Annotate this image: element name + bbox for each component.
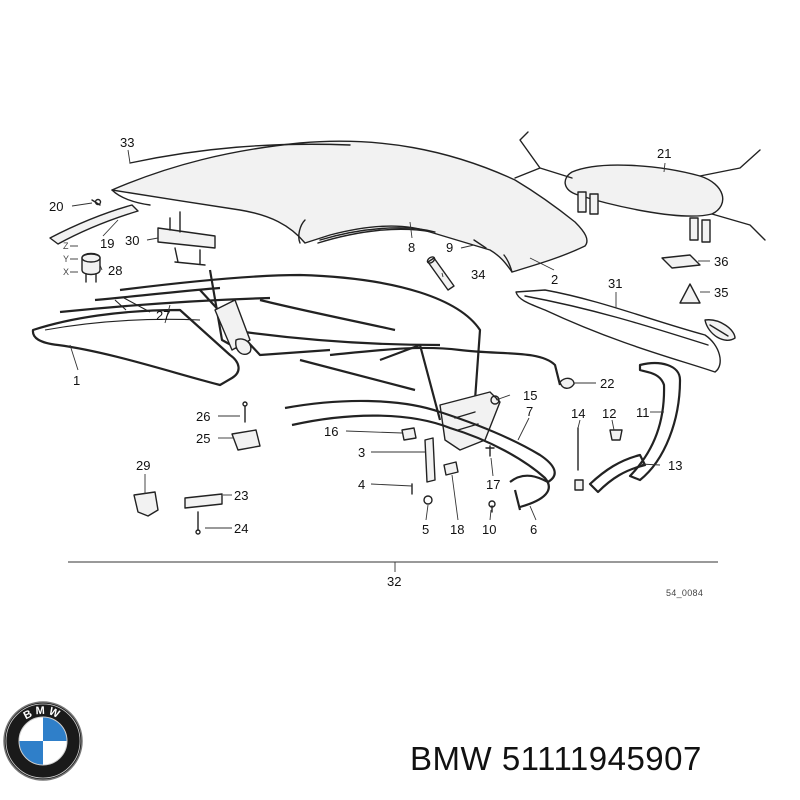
seal-strip-part — [317, 228, 433, 244]
callout-18: 18 — [450, 522, 464, 537]
callout-35: 35 — [714, 285, 728, 300]
callout-26: 26 — [196, 409, 210, 424]
top-cover-part — [111, 140, 588, 273]
callout-6: 6 — [530, 522, 537, 537]
callout-10: 10 — [482, 522, 496, 537]
callout-28: 28 — [108, 263, 122, 278]
callout-12: 12 — [602, 406, 616, 421]
callout-36: 36 — [714, 254, 728, 269]
clip-part — [473, 239, 487, 249]
knob-part — [81, 252, 101, 283]
hinge-bracket-part — [157, 211, 216, 266]
retaining-clip-part — [704, 319, 736, 341]
axis-letter-z: Z — [63, 241, 69, 251]
diagram-reference-code: 54_0084 — [666, 588, 703, 598]
rollbar-cover-part — [514, 131, 766, 243]
hardware-parts — [133, 377, 623, 535]
callout-5: 5 — [422, 522, 429, 537]
seal-strips-part — [284, 362, 682, 511]
callout-4: 4 — [358, 477, 365, 492]
folding-frame-part — [31, 269, 562, 421]
pad-part — [661, 254, 701, 269]
callout-27: 27 — [156, 308, 170, 323]
leader-lines — [68, 149, 718, 572]
callout-8: 8 — [408, 240, 415, 255]
callout-9: 9 — [446, 240, 453, 255]
callout-20: 20 — [49, 199, 63, 214]
axis-letter-y: Y — [63, 254, 69, 264]
callout-7: 7 — [526, 404, 533, 419]
callout-34: 34 — [471, 267, 485, 282]
sleeve-part — [426, 256, 455, 291]
callout-17: 17 — [486, 477, 500, 492]
callout-2: 2 — [551, 272, 558, 287]
callout-33: 33 — [120, 135, 134, 150]
axis-letter-x: X — [63, 267, 69, 277]
main-bearing-part — [439, 391, 501, 451]
callout-25: 25 — [196, 431, 210, 446]
callout-32: 32 — [387, 574, 401, 589]
svg-text:BMW: BMW — [22, 705, 64, 722]
callout-30: 30 — [125, 233, 139, 248]
callout-16: 16 — [324, 424, 338, 439]
callout-14: 14 — [571, 406, 585, 421]
callout-23: 23 — [234, 488, 248, 503]
part-number-caption: BMW 51111945907 — [410, 740, 702, 777]
logo-lettering: BMW — [22, 705, 61, 722]
exploded-parts-diagram: Z Y X 33 20 19 30 28 27 1 8 9 34 2 21 36… — [31, 131, 766, 598]
callout-3: 3 — [358, 445, 365, 460]
callout-31: 31 — [608, 276, 622, 291]
callout-19: 19 — [100, 236, 114, 251]
callout-21: 21 — [657, 146, 671, 161]
side-strip-part — [49, 198, 139, 245]
callout-1: 1 — [73, 373, 80, 388]
window-seal-part — [515, 289, 721, 373]
callout-15: 15 — [523, 388, 537, 403]
callout-24: 24 — [234, 521, 248, 536]
callout-29: 29 — [136, 458, 150, 473]
bmw-logo: BMW — [3, 701, 83, 781]
callout-labels: 33 20 19 30 28 27 1 8 9 34 2 21 36 35 31… — [49, 135, 728, 589]
callout-11: 11 — [636, 405, 650, 420]
callout-22: 22 — [600, 376, 614, 391]
axis-indicator: Z Y X — [63, 241, 78, 277]
callout-13: 13 — [668, 458, 682, 473]
stopper-part — [679, 283, 701, 304]
